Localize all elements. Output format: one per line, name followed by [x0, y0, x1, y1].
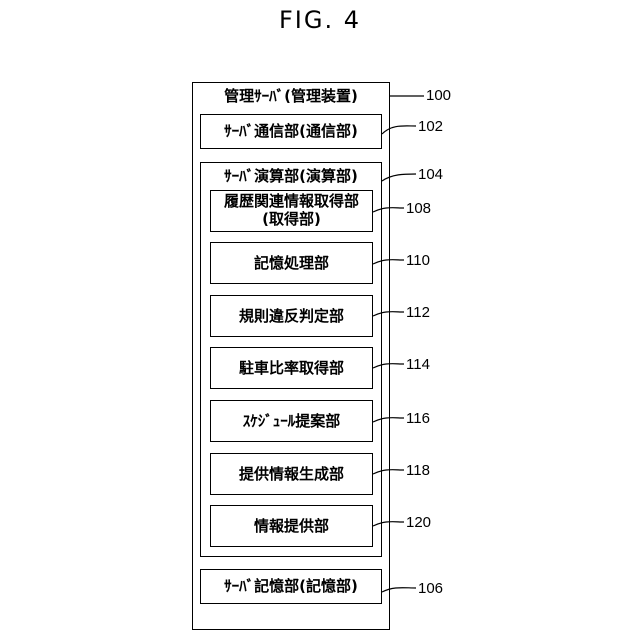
- ref-110: 110: [406, 252, 430, 269]
- parking-ratio-acquisition-unit-label: 駐車比率取得部: [211, 360, 372, 377]
- ref-104: 104: [418, 166, 443, 183]
- ref-120: 120: [406, 514, 431, 531]
- info-provision-unit-box: 情報提供部: [210, 505, 373, 547]
- server-calculation-unit-label: ｻｰﾊﾞ演算部(演算部): [201, 168, 381, 185]
- ref-108: 108: [406, 200, 431, 217]
- ref-112: 112: [406, 304, 430, 321]
- history-info-acquisition-unit-label: 履歴関連情報取得部: [211, 193, 372, 210]
- schedule-proposal-unit-label: ｽｹｼﾞｭｰﾙ提案部: [211, 413, 372, 430]
- parking-ratio-acquisition-unit-box: 駐車比率取得部: [210, 347, 373, 389]
- server-storage-unit-box: ｻｰﾊﾞ記憶部(記憶部): [200, 569, 382, 604]
- ref-114: 114: [406, 356, 430, 373]
- ref-106: 106: [418, 580, 443, 597]
- storage-processing-unit-label: 記憶処理部: [211, 255, 372, 272]
- storage-processing-unit-box: 記憶処理部: [210, 242, 373, 284]
- history-info-acquisition-unit-box: 履歴関連情報取得部 (取得部): [210, 190, 373, 232]
- management-server-label: 管理ｻｰﾊﾞ(管理装置): [193, 88, 389, 105]
- server-communication-unit-box: ｻｰﾊﾞ通信部(通信部): [200, 114, 382, 149]
- figure-title: FIG. 4: [0, 6, 640, 34]
- figure-title-text: FIG. 4: [279, 6, 361, 34]
- server-communication-unit-label: ｻｰﾊﾞ通信部(通信部): [201, 123, 381, 140]
- provided-info-generation-unit-box: 提供情報生成部: [210, 453, 373, 495]
- schedule-proposal-unit-box: ｽｹｼﾞｭｰﾙ提案部: [210, 400, 373, 442]
- provided-info-generation-unit-label: 提供情報生成部: [211, 466, 372, 483]
- history-info-acquisition-unit-sublabel: (取得部): [211, 211, 372, 228]
- server-storage-unit-label: ｻｰﾊﾞ記憶部(記憶部): [201, 578, 381, 595]
- ref-116: 116: [406, 410, 430, 427]
- info-provision-unit-label: 情報提供部: [211, 518, 372, 535]
- rule-violation-judgment-unit-label: 規則違反判定部: [211, 308, 372, 325]
- ref-102: 102: [418, 118, 443, 135]
- ref-118: 118: [406, 462, 430, 479]
- rule-violation-judgment-unit-box: 規則違反判定部: [210, 295, 373, 337]
- ref-100: 100: [426, 87, 451, 104]
